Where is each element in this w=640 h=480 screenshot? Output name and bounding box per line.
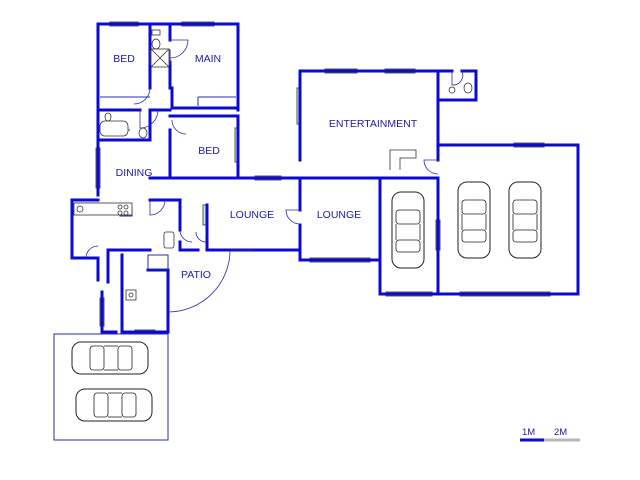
fixtures <box>73 29 473 301</box>
room-labels: BED MAIN ENTERTAINMENT BED DINING LOUNGE… <box>113 53 418 281</box>
scale-label-2m: 2M <box>554 427 567 438</box>
car-carport-2 <box>75 388 153 422</box>
garage-cars <box>391 181 542 269</box>
car-garage-3 <box>508 181 542 259</box>
doors <box>85 39 464 313</box>
room-label-dining: DINING <box>116 167 153 179</box>
room-label-main: MAIN <box>195 53 221 65</box>
scale-label-1m: 1M <box>522 427 535 438</box>
room-label-patio: PATIO <box>181 269 211 281</box>
car-carport-1 <box>71 341 149 375</box>
room-label-entertainment: ENTERTAINMENT <box>329 118 418 130</box>
room-label-lounge-right: LOUNGE <box>317 209 361 221</box>
car-garage-2 <box>457 181 491 259</box>
room-label-bed-top: BED <box>113 53 135 65</box>
walls <box>70 22 580 334</box>
car-garage-1 <box>391 191 425 269</box>
carport <box>53 333 169 441</box>
room-label-bed-mid: BED <box>198 145 220 157</box>
room-label-lounge-left: LOUNGE <box>230 209 274 221</box>
scale-bar: 1M 2M <box>520 427 580 442</box>
